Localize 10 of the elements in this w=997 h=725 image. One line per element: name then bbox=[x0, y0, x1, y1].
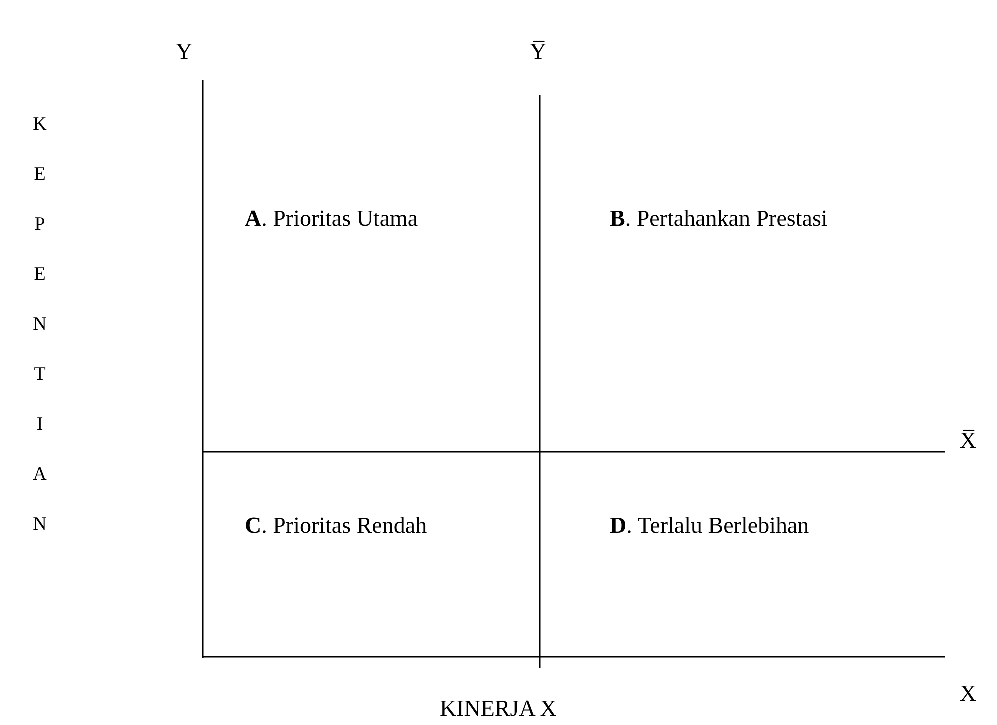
quadrant-label: B. Pertahankan Prestasi bbox=[610, 205, 828, 233]
axis-label: X bbox=[960, 680, 977, 708]
quadrant-label: A. Prioritas Utama bbox=[245, 205, 418, 233]
axis-label: Y̅ bbox=[530, 38, 547, 66]
quadrant-label: C. Prioritas Rendah bbox=[245, 512, 428, 540]
axis-label: Y bbox=[176, 38, 193, 66]
quadrant-label: D. Terlalu Berlebihan bbox=[610, 512, 810, 540]
axis-label: X̅ bbox=[960, 427, 977, 455]
axis-title: KEPENTIAN bbox=[32, 113, 48, 537]
axis-title: KINERJA X bbox=[440, 695, 557, 723]
